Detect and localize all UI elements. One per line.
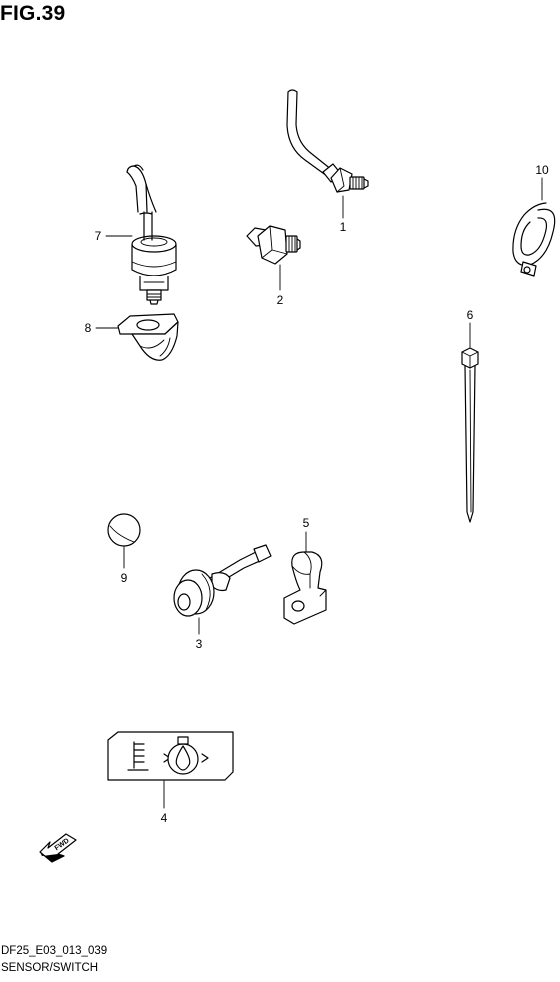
callout-9: 9 [121,571,128,585]
part-2-switch-icon[interactable] [246,225,301,265]
callout-3: 3 [196,637,203,651]
callout-5: 5 [303,516,310,530]
part-8-bracket-icon[interactable] [117,313,179,361]
callout-7: 7 [95,229,102,243]
callout-4: 4 [161,811,168,825]
part-3-switch-icon[interactable] [173,544,272,617]
fwd-arrow-icon: FWD [39,833,77,863]
part-4-warning-label-icon[interactable] [107,731,234,781]
callout-2: 2 [277,293,284,307]
part-5-clamp-icon[interactable] [283,551,327,625]
callout-1: 1 [340,220,347,234]
part-1-sensor-icon[interactable] [286,89,369,193]
drawing-code: DF25_E03_013_039 [1,945,108,957]
callout-6: 6 [467,308,474,322]
figure-title: FIG.39 [0,2,66,25]
part-9-cap-icon[interactable] [107,513,141,547]
part-7-pressure-switch-icon[interactable] [126,164,177,305]
callout-8: 8 [85,321,92,335]
callout-10: 10 [535,163,549,177]
part-6-cable-tie-icon[interactable] [461,347,479,523]
part-10-wire-clip-icon[interactable] [512,202,556,277]
drawing-caption: SENSOR/SWITCH [1,962,99,974]
